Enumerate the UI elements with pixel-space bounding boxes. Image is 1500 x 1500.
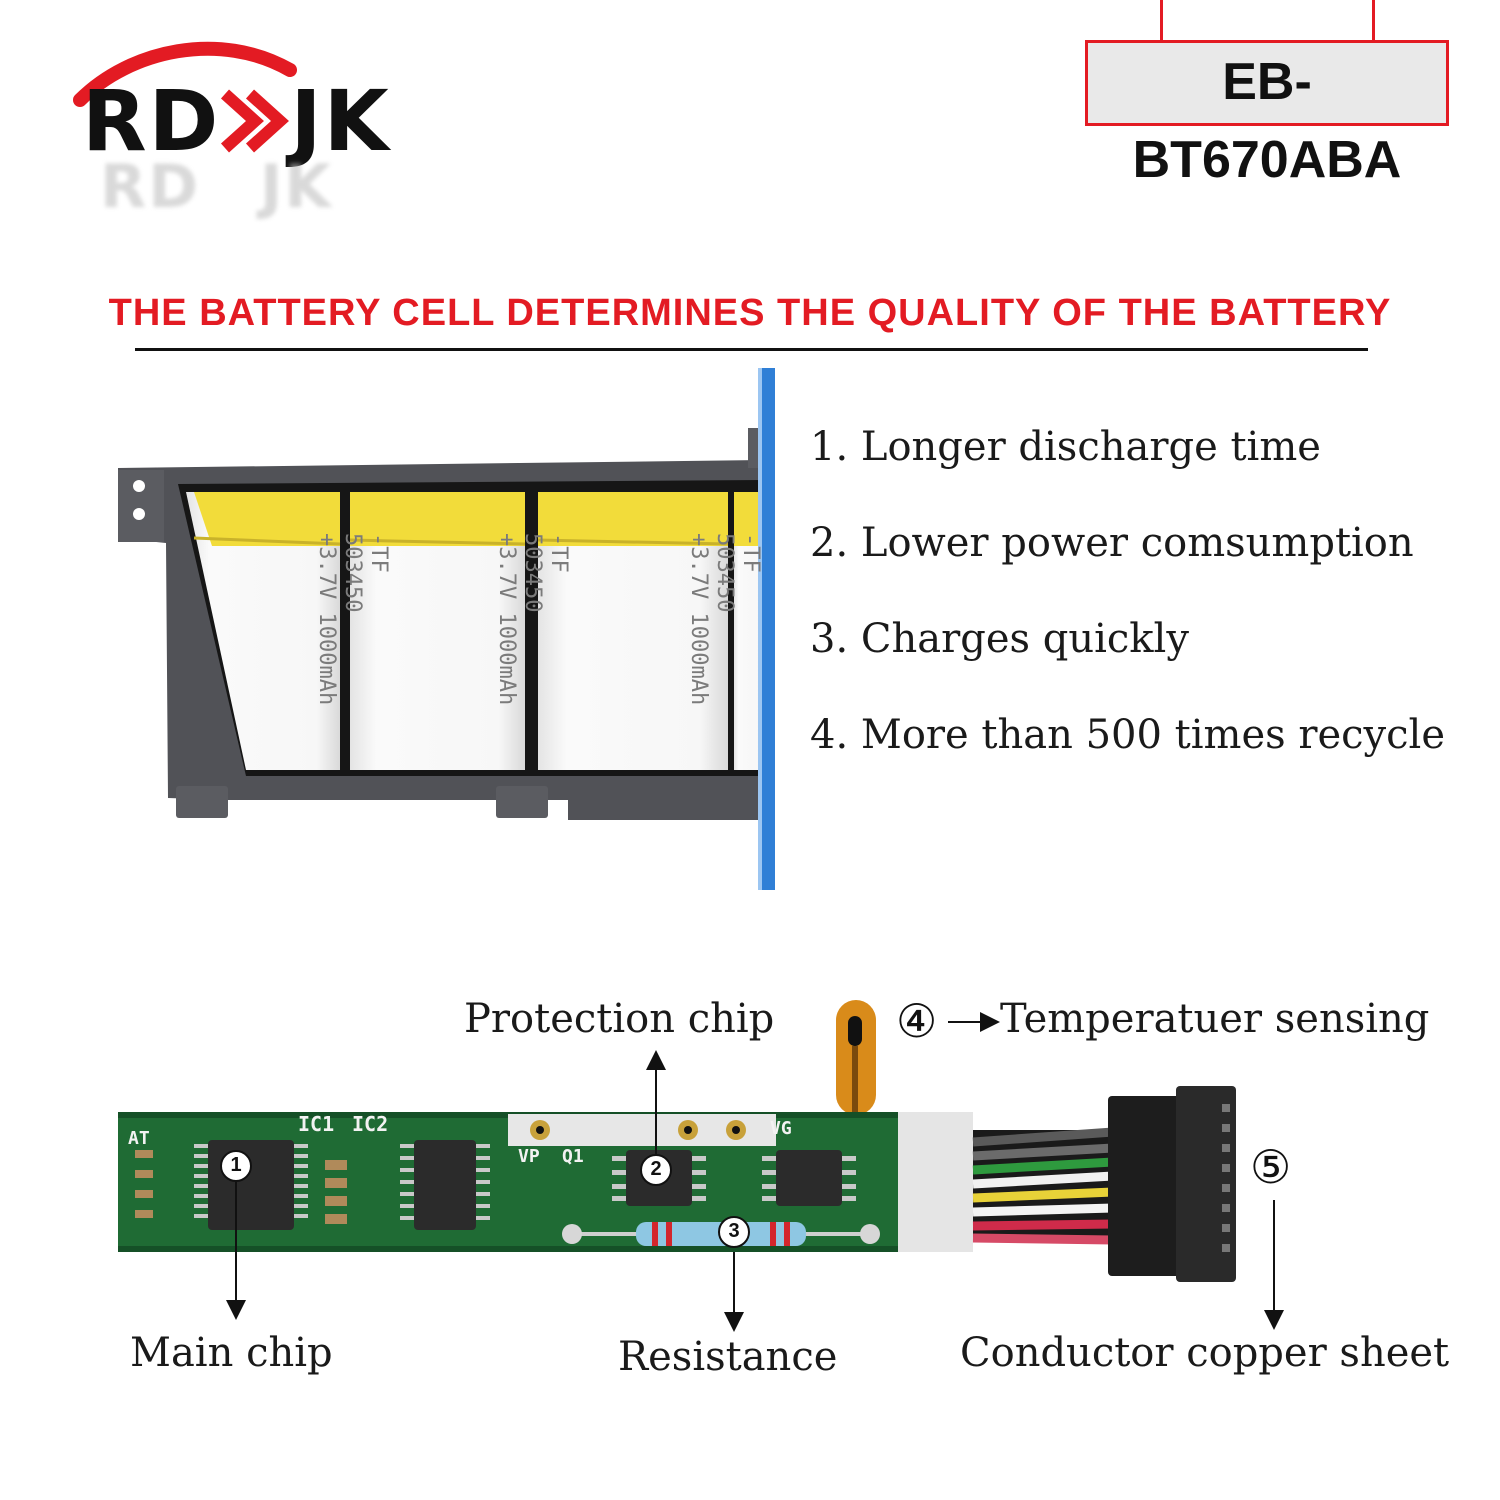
marker-3-icon [718, 1216, 750, 1248]
cell-print-line: +3.7V 1000mAh [494, 533, 519, 706]
silk-ic2: IC2 [352, 1112, 389, 1136]
cell-print-line: -TF [738, 533, 763, 573]
logo-text-head: RD [82, 72, 221, 170]
silk-vg: VG [770, 1118, 792, 1139]
cell-print-line: 503450 [520, 533, 545, 613]
mount-hole-icon [133, 480, 145, 492]
callout-protection-chip: Protection chip [464, 996, 775, 1042]
silk-q1: Q1 [562, 1146, 584, 1167]
feature-item: 1. Longer discharge time [810, 424, 1321, 470]
feature-item: 3. Charges quickly [810, 616, 1189, 662]
callout-temperature: Temperatuer sensing [1000, 996, 1430, 1042]
mount-hole-icon [133, 508, 145, 520]
model-code-text: EB-BT670ABA [1132, 53, 1402, 189]
callout-resistance: Resistance [618, 1334, 838, 1380]
logo-reflection-tail: JK [260, 152, 333, 222]
protection-board-svg [118, 1000, 1284, 1332]
headline: THE BATTERY CELL DETERMINES THE QUALITY … [108, 292, 1392, 334]
marker-1-icon [220, 1150, 252, 1182]
marker-1-label: 1 [230, 1154, 242, 1176]
headline-underline [135, 348, 1368, 351]
feature-item: 2. Lower power comsumption [810, 520, 1414, 566]
silk-ic1: IC1 [298, 1112, 335, 1136]
marker-5-label: ⑤ [1250, 1140, 1292, 1194]
logo-swoosh-icon [73, 41, 297, 107]
cell-print-3: -TF 503450 +3.7V 1000mAh [563, 533, 763, 763]
logo-text-tail: JK [290, 72, 391, 170]
cell-print-1: -TF 503450 +3.7V 1000mAh [191, 533, 391, 763]
logo-reflection-head: RD [100, 152, 201, 222]
cell-print-line: 503450 [340, 533, 365, 613]
feature-item: 4. More than 500 times recycle [810, 712, 1446, 758]
battery-pack-image: -TF 503450 +3.7V 1000mAh -TF 503450 +3.7… [118, 368, 778, 890]
silk-vp: VP [518, 1146, 540, 1167]
marker-2-icon [640, 1154, 672, 1186]
marker-2-label: 2 [650, 1158, 662, 1180]
model-box-leader-left [1160, 0, 1163, 42]
marker-4-label: ④ [896, 994, 938, 1048]
silk-at: AT [128, 1128, 150, 1149]
logo-double-arrow-icon [221, 89, 290, 153]
model-code-badge: EB-BT670ABA [1085, 40, 1449, 189]
brand-logo: RD JK RD JK [60, 30, 460, 222]
cell-print-line: +3.7V 1000mAh [686, 533, 711, 706]
marker-3-label: 3 [728, 1220, 740, 1242]
callout-conductor: Conductor copper sheet [960, 1330, 1450, 1376]
model-box-leader-right [1372, 0, 1375, 42]
cell-print-line: 503450 [712, 533, 737, 613]
cell-print-line: +3.7V 1000mAh [314, 533, 339, 706]
battery-pack-svg [118, 368, 775, 890]
callout-main-chip: Main chip [130, 1330, 333, 1376]
logo-reflection: RD JK [100, 152, 333, 222]
logo-wordmark: RD JK [82, 72, 391, 170]
protection-board-diagram: AT IC1 IC2 VP Q1 VG 1 2 3 ④ ⑤ Protection… [0, 990, 1500, 1410]
cell-print-2: -TF 503450 +3.7V 1000mAh [371, 533, 571, 763]
